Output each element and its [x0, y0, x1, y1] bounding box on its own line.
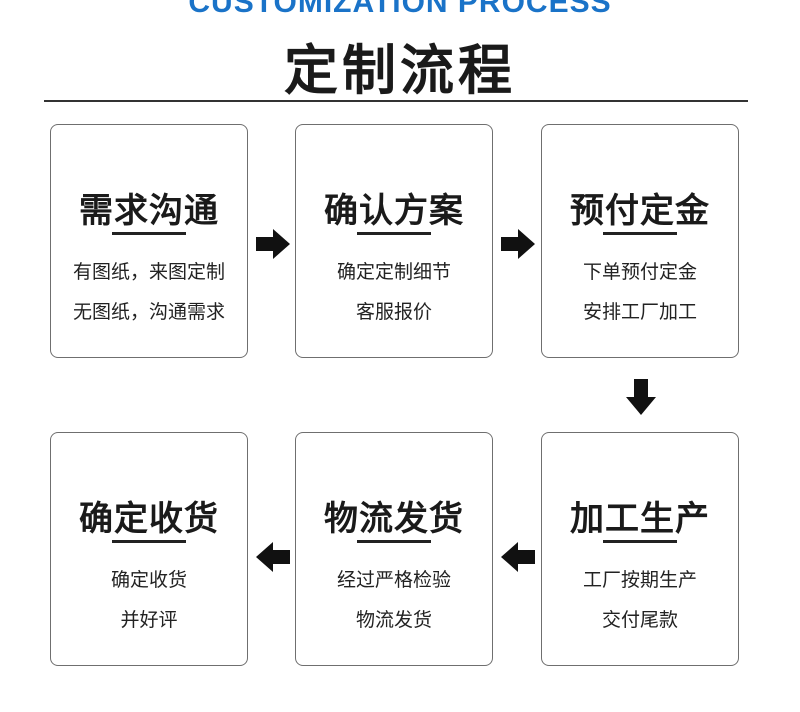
title-divider	[44, 100, 748, 102]
step-underline	[112, 540, 186, 543]
step-underline	[603, 232, 677, 235]
step-underline	[357, 540, 431, 543]
arrow-left-icon	[256, 542, 290, 572]
step-card-confirm-receipt: 确定收货 确定收货 并好评	[50, 432, 248, 666]
arrow-left-icon	[501, 542, 535, 572]
step-underline	[603, 540, 677, 543]
step-underline	[357, 232, 431, 235]
chinese-title: 定制流程	[284, 38, 516, 102]
step-desc-line-2: 无图纸，沟通需求	[72, 301, 225, 323]
step-title: 需求沟通	[79, 191, 219, 231]
step-title: 确认方案	[324, 191, 464, 231]
arrow-right-icon	[256, 229, 290, 259]
step-desc-line-2: 交付尾款	[601, 609, 678, 631]
step-title: 加工生产	[570, 499, 710, 539]
english-title: CUSTOMIZATION PROCESS	[188, 0, 612, 19]
step-title: 确定收货	[79, 499, 219, 539]
step-desc-line-1: 经过严格检验	[336, 569, 451, 591]
step-desc-line-2: 并好评	[120, 609, 178, 631]
step-card-confirm-plan: 确认方案 确定定制细节 客服报价	[295, 124, 493, 358]
arrow-right-icon	[501, 229, 535, 259]
step-desc-line-2: 客服报价	[355, 301, 432, 323]
step-desc-line-1: 工厂按期生产	[582, 569, 697, 591]
arrow-down-icon	[626, 379, 656, 415]
step-desc-line-1: 确定定制细节	[336, 261, 451, 283]
step-desc-line-1: 下单预付定金	[582, 261, 697, 283]
step-title: 物流发货	[324, 499, 464, 539]
step-card-production: 加工生产 工厂按期生产 交付尾款	[541, 432, 739, 666]
step-desc-line-2: 物流发货	[355, 609, 432, 631]
step-card-requirements: 需求沟通 有图纸，来图定制 无图纸，沟通需求	[50, 124, 248, 358]
step-desc-line-2: 安排工厂加工	[582, 301, 697, 323]
step-desc-line-1: 确定收货	[110, 569, 187, 591]
step-card-deposit: 预付定金 下单预付定金 安排工厂加工	[541, 124, 739, 358]
step-title: 预付定金	[570, 191, 710, 231]
step-underline	[112, 232, 186, 235]
step-card-shipping: 物流发货 经过严格检验 物流发货	[295, 432, 493, 666]
step-desc-line-1: 有图纸，来图定制	[72, 261, 225, 283]
